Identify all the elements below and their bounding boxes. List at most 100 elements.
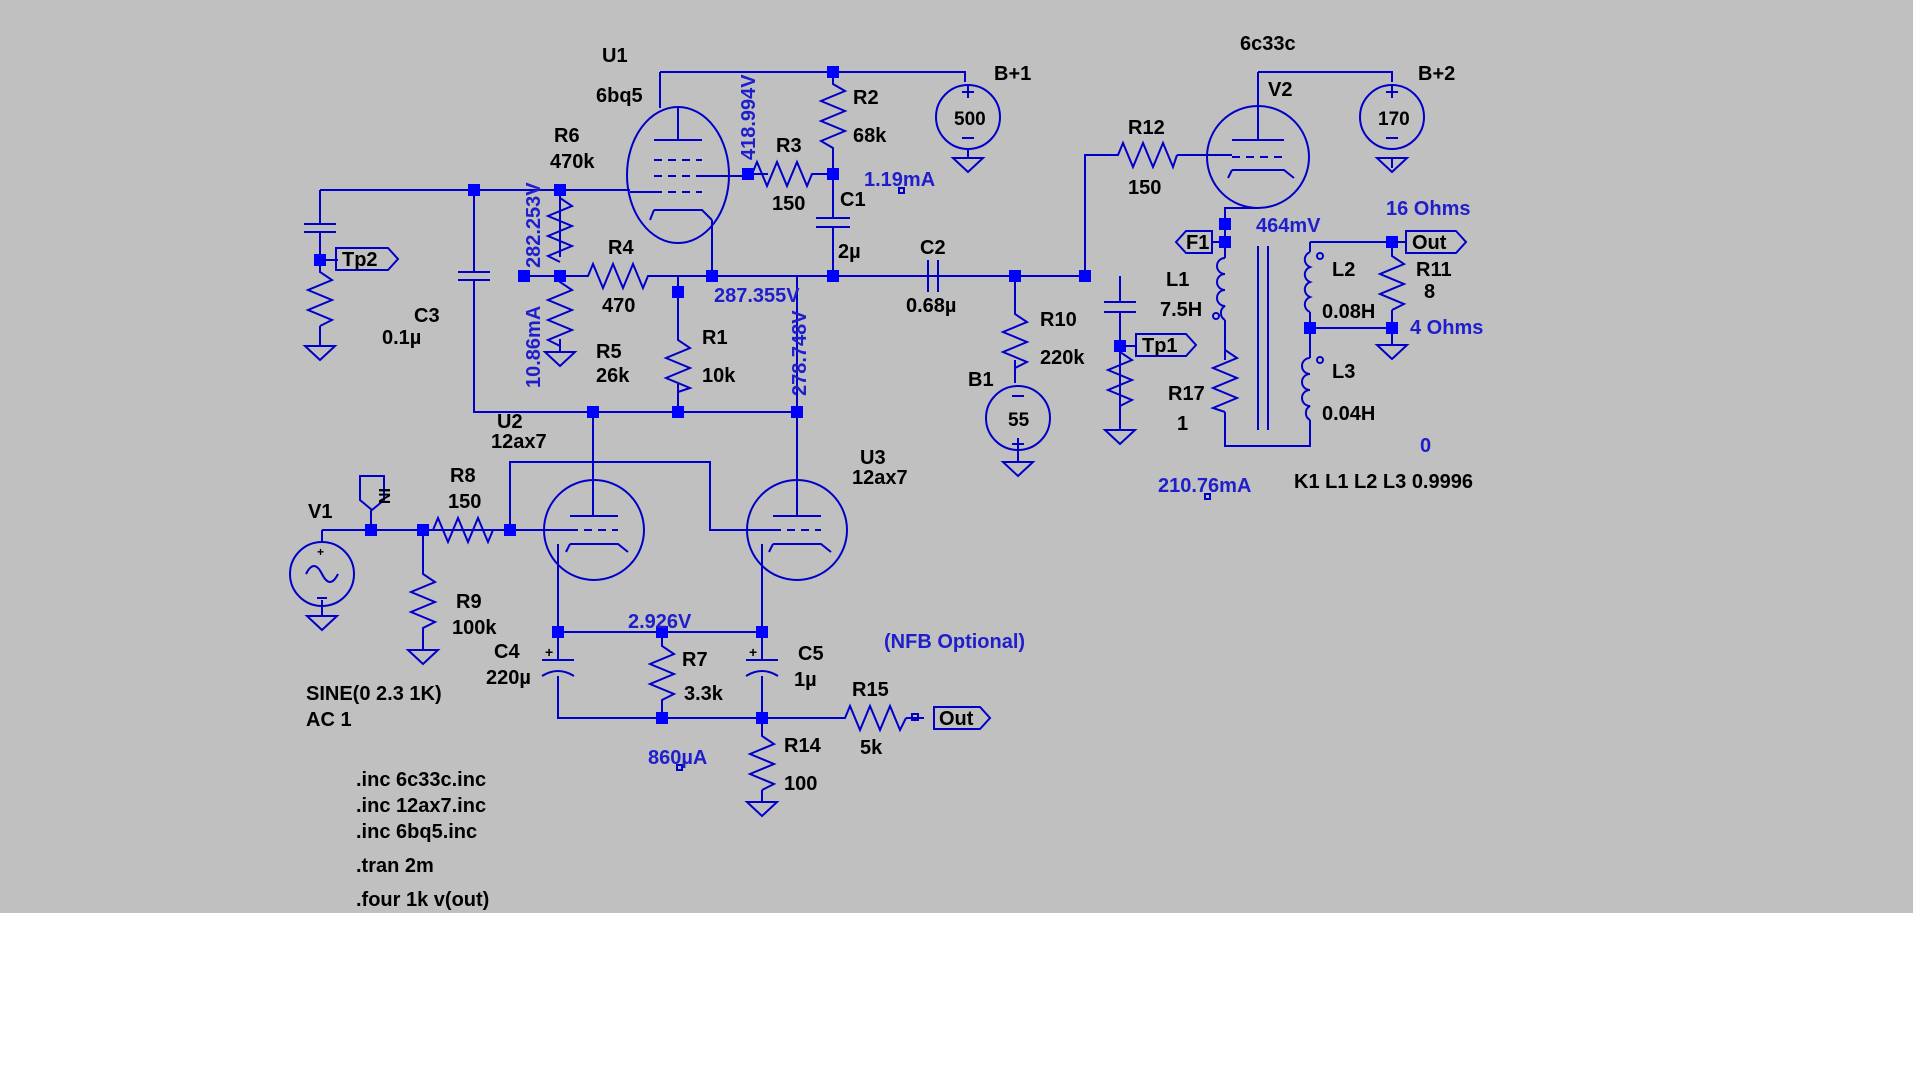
annotations: 16 Ohms 4 Ohms (NFB Optional) 0 K1 L1 L2… <box>884 198 1483 653</box>
ground-icon <box>405 649 441 666</box>
resistor-r17-symbol <box>1210 346 1240 413</box>
capacitor-c3-symbol <box>458 263 490 285</box>
resistor-r2-ref: R2 <box>853 87 879 109</box>
net-label-shapes <box>320 187 1468 771</box>
capacitor-c2-value: 0.68µ <box>906 295 956 317</box>
resistor-r5-value: 26k <box>596 365 630 387</box>
net-label-in: IN <box>375 488 392 504</box>
tube-u2-model: 12ax7 <box>491 431 547 453</box>
resistor-r10-value: 220k <box>1040 347 1085 369</box>
measure-u2-cathode-voltage: 2.926V <box>628 611 692 633</box>
net-label-tp1: Tp1 <box>1142 335 1178 357</box>
tube-u2-ref: U2 <box>497 411 523 433</box>
measure-u1-plate-voltage: 418.994V <box>738 74 760 160</box>
inductor-l1-value: 7.5H <box>1160 299 1202 321</box>
tube-u1-symbol <box>626 106 747 276</box>
net-flag-tp1 <box>1135 333 1198 357</box>
net-label-out-nfb: Out <box>939 708 974 730</box>
directive-inc-12ax7: .inc 12ax7.inc <box>356 795 486 817</box>
annotation-coupling-statement: K1 L1 L2 L3 0.9996 <box>1294 471 1473 493</box>
inductor-l3-ref: L3 <box>1332 361 1355 383</box>
tube-u1-ref: U1 <box>602 45 628 67</box>
capacitor-c5-value: 1µ <box>794 669 817 691</box>
resistor-r11-ref: R11 <box>1416 259 1452 281</box>
directive-inc-6bq5: .inc 6bq5.inc <box>356 821 477 843</box>
tube-symbols <box>530 105 1310 581</box>
net-labels: Tp2 Tp1 F1 Out Out IN <box>342 232 1447 730</box>
net-flag-tp2 <box>335 247 400 271</box>
capacitor-c1-value: 2µ <box>838 241 861 263</box>
capacitor-c1-symbol <box>816 197 850 276</box>
capacitor-c2-ref: C2 <box>920 237 946 259</box>
directive-tran: .tran 2m <box>356 855 434 877</box>
resistor-r17-ref: R17 <box>1168 383 1205 405</box>
net-label-tp2: Tp2 <box>342 249 378 271</box>
ground-icon <box>302 345 338 362</box>
tube-u1-model: 6bq5 <box>596 85 643 107</box>
resistor-r4-value: 470 <box>602 295 635 317</box>
source-bplus1-value: 500 <box>954 109 986 130</box>
annotation-4-ohms: 4 Ohms <box>1410 317 1483 339</box>
resistor-r8-ref: R8 <box>450 465 476 487</box>
tube-u3-ref: U3 <box>860 447 886 469</box>
annotation-nfb-optional: (NFB Optional) <box>884 631 1025 653</box>
resistor-r6-symbol <box>545 190 575 263</box>
net-flag-out-nfb <box>933 706 992 730</box>
source-b1-ref: B1 <box>968 369 994 391</box>
resistor-r9-symbol <box>408 568 438 650</box>
ground-icon <box>1374 344 1410 361</box>
resistor-r3-symbol <box>747 159 822 189</box>
phase-dot <box>1316 356 1324 364</box>
resistor-r7-symbol <box>647 640 677 706</box>
inductor-l1-ref: L1 <box>1166 269 1189 291</box>
inductor-l2-symbol <box>1303 251 1313 313</box>
source-bplus1-ref: B+1 <box>994 63 1031 85</box>
resistor-r5-symbol <box>545 276 575 352</box>
source-v1-ac: AC 1 <box>306 709 352 731</box>
net-label-out-main: Out <box>1412 232 1447 254</box>
resistor-r6-ref: R6 <box>554 125 580 147</box>
measure-u1-grid-voltage: 282.253V <box>523 182 545 268</box>
resistor-r1-ref: R1 <box>702 327 728 349</box>
net-flag-in <box>359 475 385 512</box>
resistor-r9-ref: R9 <box>456 591 482 613</box>
capacitor-c4-ref: C4 <box>494 641 520 663</box>
net-flag-f1 <box>1174 230 1213 254</box>
resistor-r14-ref: R14 <box>784 735 822 757</box>
ground-symbols <box>302 157 1410 818</box>
resistor-r4-symbol <box>578 261 660 291</box>
resistor-r17-value: 1 <box>1177 413 1188 435</box>
resistor-tp2-load-symbol <box>305 266 335 327</box>
resistor-r7-value: 3.3k <box>684 683 724 705</box>
svg-text:+: + <box>317 545 324 559</box>
resistor-symbols <box>305 82 1407 791</box>
junction-dots <box>314 66 1398 724</box>
source-bplus2-symbol <box>1359 84 1425 150</box>
ground-icon <box>950 157 986 174</box>
source-v1-spec: SINE(0 2.3 1K) <box>306 683 442 705</box>
measure-u1-grid-current: 10.86mA <box>523 306 545 388</box>
resistor-r2-value: 68k <box>853 125 887 147</box>
resistor-r1-value: 10k <box>702 365 736 387</box>
resistor-r9-value: 100k <box>452 617 497 639</box>
phase-dot <box>1316 252 1324 260</box>
phase-dot <box>1212 312 1220 320</box>
resistor-r8-value: 150 <box>448 491 481 513</box>
directive-inc-6c33c: .inc 6c33c.inc <box>356 769 486 791</box>
svg-text:+: + <box>749 644 757 660</box>
resistor-r6-value: 470k <box>550 151 595 173</box>
source-bplus2-value: 170 <box>1378 109 1410 130</box>
annotation-zero: 0 <box>1420 435 1431 457</box>
capacitor-c4-value: 220µ <box>486 667 531 689</box>
wires <box>319 71 1393 802</box>
resistor-r2-symbol <box>818 82 848 158</box>
ground-icon <box>1102 429 1138 446</box>
resistor-r15-ref: R15 <box>852 679 889 701</box>
voltage-sources: + <box>289 84 1425 607</box>
resistor-r3-value: 150 <box>772 193 805 215</box>
source-bplus1-symbol <box>935 84 1001 158</box>
capacitor-tp2-symbol <box>304 223 336 238</box>
resistor-r8-symbol <box>423 515 510 545</box>
net-flag-out-main <box>1405 230 1468 254</box>
